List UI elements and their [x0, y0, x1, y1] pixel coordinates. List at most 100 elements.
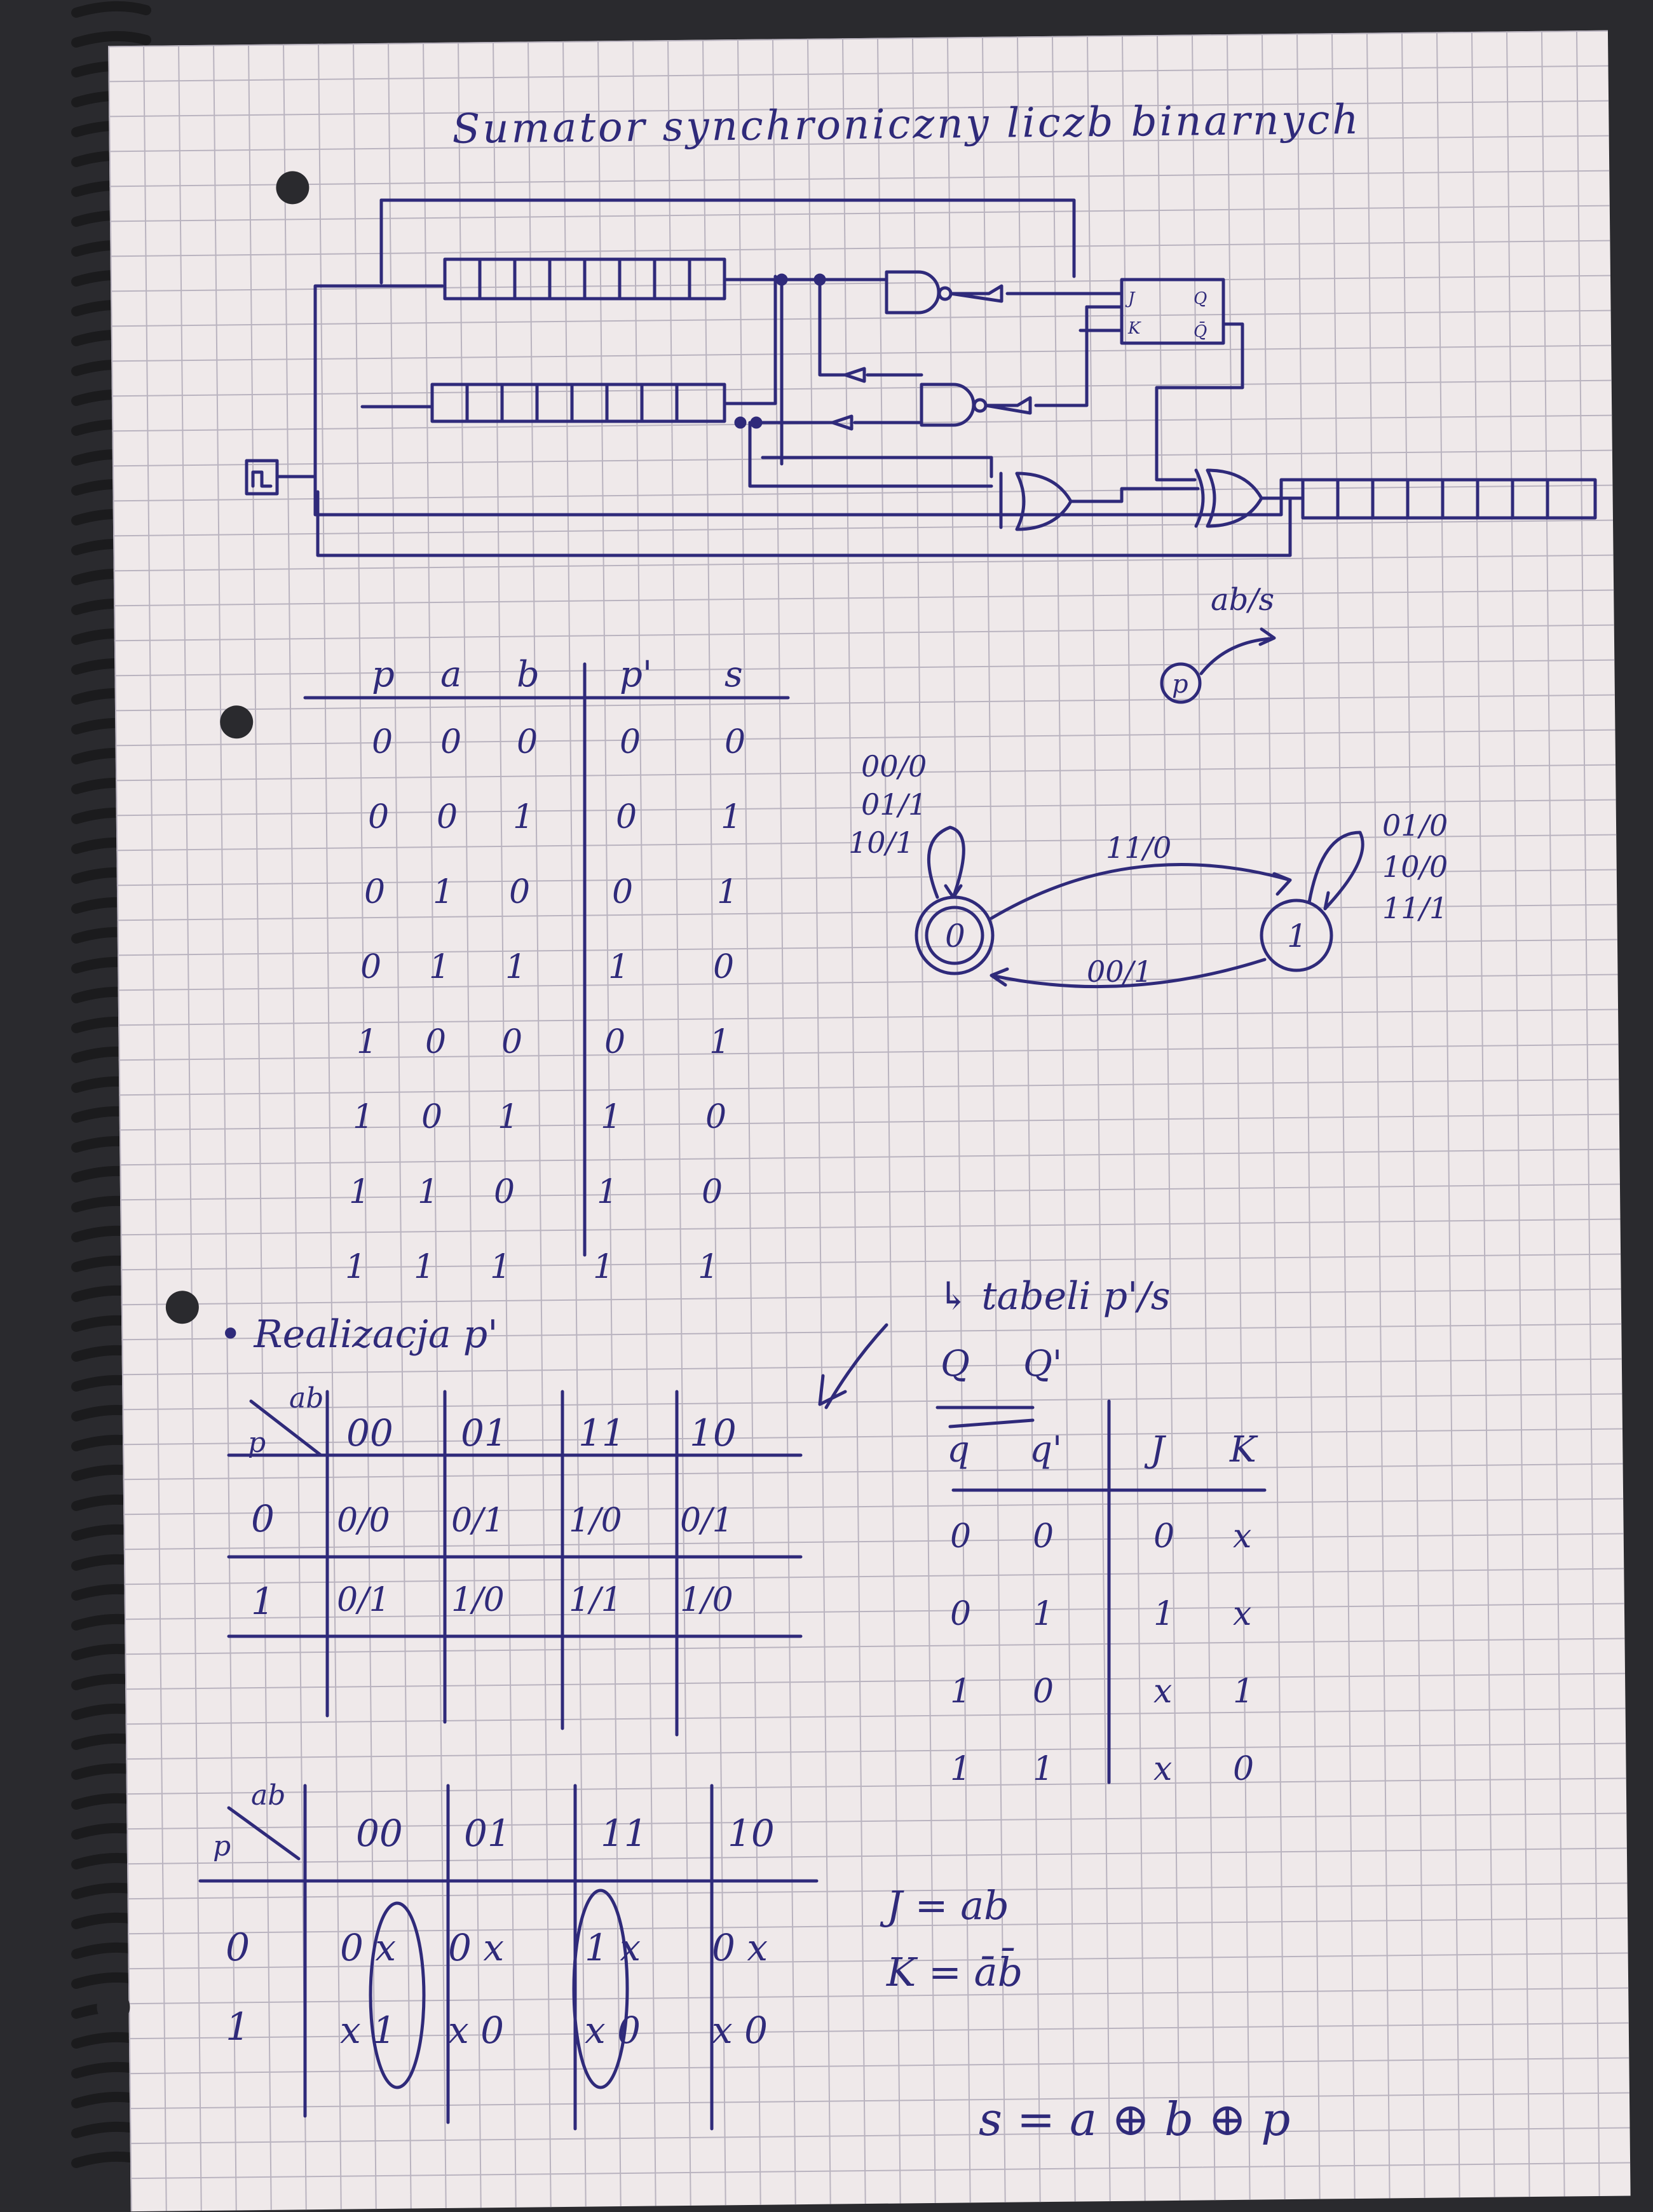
- truth-table-header: p: [372, 654, 395, 695]
- circuit-diagram: J K Q Q̄ ab/s p: [245, 198, 1597, 704]
- kmap1-corner-top: ab: [289, 1382, 323, 1415]
- truth-table-cell: 1: [717, 873, 738, 911]
- kmap2-grid: [198, 1784, 819, 2131]
- jk-header: K: [1229, 1429, 1258, 1470]
- io-label: ab/s: [1211, 582, 1274, 618]
- loop-1-label: 11/1: [1382, 891, 1448, 925]
- jk-cell: 1: [1153, 1595, 1174, 1633]
- truth-table-cell: 0: [616, 798, 637, 836]
- kmap1-cell: 1/0: [680, 1581, 733, 1619]
- jk-flipflop: J K Q Q̄: [1063, 278, 1244, 482]
- kmap1-col-header: 00: [346, 1411, 393, 1455]
- loop-0-label: 00/0: [861, 749, 927, 784]
- truth-table-cell: 1: [357, 1023, 378, 1061]
- truth-table-header: b: [517, 654, 540, 695]
- spiral-ring: [71, 1, 151, 18]
- truth-table-cell: 0: [705, 1098, 726, 1136]
- truth-table-cell: 0: [421, 1098, 442, 1136]
- truth-table-cell: 1: [597, 1173, 618, 1211]
- kmap1-cell: 0/1: [680, 1502, 733, 1540]
- truth-table-cell: 0: [620, 723, 641, 761]
- equation-s: s = a ⊕ b ⊕ p: [979, 2093, 1290, 2146]
- state-1-label: 1: [1287, 918, 1307, 954]
- and-gate-notab: [754, 278, 1089, 431]
- jk-table-grid: [935, 1399, 1267, 1784]
- truth-table-cell: 1: [414, 1248, 435, 1286]
- shift-register-out: [1301, 478, 1597, 520]
- kmap1-col-header: 11: [578, 1411, 625, 1455]
- truth-table-header: s: [724, 654, 743, 695]
- kmap2-cell: x 1: [340, 2009, 396, 2052]
- truth-table-cell: 0: [509, 873, 530, 911]
- jk-cell: 0: [950, 1595, 971, 1633]
- kmap1-col-header: 10: [690, 1411, 737, 1455]
- jk-cell: 1: [1233, 1673, 1254, 1711]
- kmap2-cell: 1 x: [585, 1926, 641, 1969]
- state-diagram-shapes: [915, 825, 1364, 989]
- kmap2-col-header: 11: [601, 1812, 648, 1855]
- truth-table-cell: 0: [368, 798, 389, 836]
- edge-1-0-label: 00/1: [1087, 954, 1152, 989]
- jk-cell: 1: [1033, 1595, 1054, 1633]
- truth-table-cell: 1: [433, 873, 454, 911]
- loop-0-label: 01/1: [861, 787, 927, 822]
- truth-table-cell: 1: [608, 948, 629, 986]
- edge-0-1-label: 11/0: [1106, 831, 1171, 865]
- loop-1-label: 01/0: [1382, 808, 1448, 843]
- kmap1-cell: 0/1: [451, 1502, 505, 1540]
- jk-cell: 0: [950, 1517, 971, 1556]
- truth-table-cell: 1: [593, 1248, 614, 1286]
- truth-table-cell: 1: [349, 1173, 370, 1211]
- kmap1-cell: 0/0: [337, 1502, 390, 1540]
- kmap2-corner-top: ab: [251, 1779, 285, 1812]
- truth-table-cell: 0: [517, 723, 538, 761]
- jk-cell: 1: [950, 1750, 971, 1788]
- kmap1-row-label: 0: [251, 1497, 275, 1540]
- kmap-group-ring: [572, 1889, 629, 2089]
- truth-table-cell: 0: [702, 1173, 723, 1211]
- kmap1-col-header: 01: [461, 1411, 508, 1455]
- xor-gate: [316, 468, 1305, 557]
- truth-table-header: a: [440, 654, 461, 695]
- truth-table-cell: 1: [353, 1098, 374, 1136]
- kmap2-col-header: 10: [728, 1812, 775, 1855]
- truth-table-cell: 1: [505, 948, 526, 986]
- truth-table-cell: 0: [437, 798, 458, 836]
- kmap2-col-header: 01: [464, 1812, 511, 1855]
- spiral-ring: [71, 31, 151, 48]
- jk-cell: 1: [950, 1673, 971, 1711]
- truth-table-cell: 0: [425, 1023, 446, 1061]
- truth-table-cell: 0: [360, 948, 381, 986]
- kmap-group-ring: [369, 1901, 426, 2089]
- jk-cell: x: [1233, 1517, 1251, 1556]
- realization-heading: • Realizacja p': [219, 1312, 498, 1357]
- ff-pin-q: Q: [1194, 289, 1207, 308]
- kmap2-cell: 0 x: [712, 1926, 768, 1969]
- equation-k: K = āb̄: [886, 1948, 1023, 1995]
- kmap1-cell: 0/1: [337, 1581, 390, 1619]
- kmap2-cell: x 0: [585, 2009, 641, 2052]
- jk-header: q: [947, 1429, 970, 1470]
- kmap2-col-header: 00: [356, 1812, 403, 1855]
- equation-j: J = ab: [880, 1882, 1009, 1929]
- jk-cell: x: [1233, 1595, 1251, 1633]
- kmap1-cell: 1/1: [569, 1581, 622, 1619]
- truth-table-cell: 1: [721, 798, 742, 836]
- kmap2-cell: x 0: [712, 2009, 768, 2052]
- kmap1-corner-left: p: [248, 1427, 266, 1459]
- truth-table-cell: 1: [698, 1248, 719, 1286]
- truth-table-cell: 1: [513, 798, 534, 836]
- truth-table-cell: 0: [713, 948, 734, 986]
- state-0-label: 0: [945, 918, 965, 954]
- kmap2-corner-left: p: [213, 1830, 231, 1863]
- kmap1-cell: 1/0: [569, 1502, 622, 1540]
- kmap2-row-label: 1: [226, 2005, 250, 2049]
- truth-table-cell: 0: [724, 723, 745, 761]
- kmap2-cell: x 0: [448, 2009, 504, 2052]
- jk-header: J: [1144, 1429, 1167, 1470]
- kmap2-row-label: 0: [226, 1925, 250, 1970]
- jk-cell: 1: [1033, 1750, 1054, 1788]
- jk-cell: 0: [1153, 1517, 1174, 1556]
- kmap1-row-label: 1: [251, 1580, 275, 1623]
